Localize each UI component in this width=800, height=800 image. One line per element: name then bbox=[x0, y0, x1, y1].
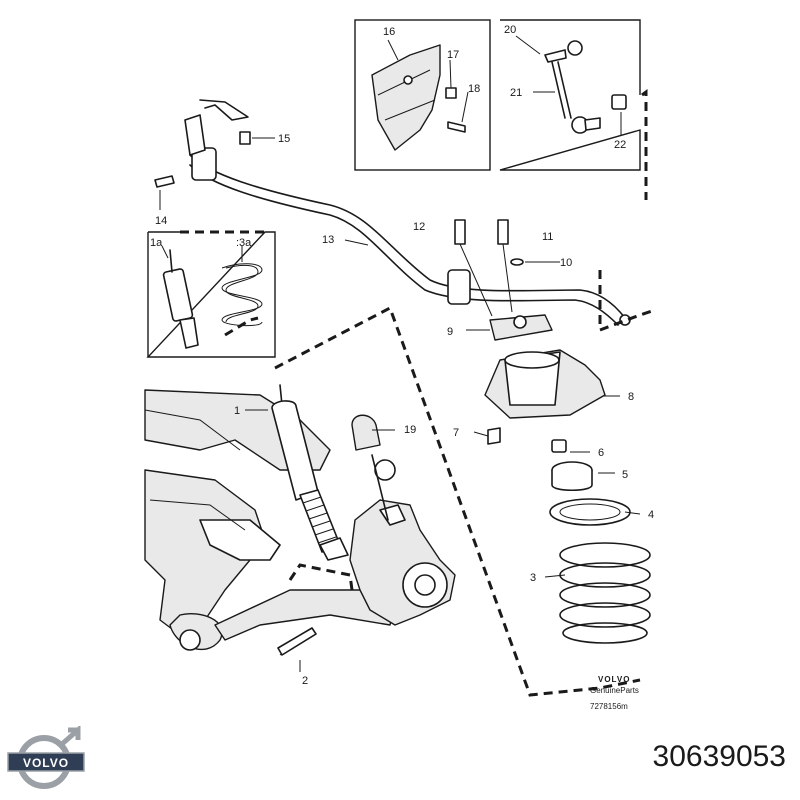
logo-text: VOLVO bbox=[23, 756, 69, 770]
callout-10: 10 bbox=[560, 257, 572, 269]
nut-6 bbox=[551, 439, 567, 453]
coil-spring-3 bbox=[559, 542, 651, 644]
logo-band bbox=[7, 752, 85, 772]
stabilizer-bar bbox=[154, 99, 631, 326]
spring-stack bbox=[454, 219, 651, 644]
shock-absorber-alt bbox=[162, 268, 194, 322]
washer-10 bbox=[510, 258, 524, 266]
callout-labels: 16 17 18 20 21 22 15 14 13 12 11 10 9 1a… bbox=[150, 24, 654, 687]
bolt-18 bbox=[447, 121, 466, 133]
nut-17 bbox=[445, 87, 457, 99]
shock-lower-eye bbox=[319, 537, 349, 561]
callout-22: 22 bbox=[614, 139, 626, 151]
callout-1: 1 bbox=[234, 405, 240, 417]
bolt-12 bbox=[454, 219, 466, 245]
bushing-right bbox=[447, 269, 471, 305]
callout-21: 21 bbox=[510, 87, 522, 99]
bolt-11 bbox=[497, 219, 509, 245]
shock-absorber bbox=[245, 384, 395, 561]
logo-arrow bbox=[60, 726, 81, 746]
callout-9: 9 bbox=[447, 326, 453, 338]
lower-control-arm bbox=[214, 589, 396, 641]
callout-3: 3 bbox=[530, 572, 536, 584]
heat-shield-bracket bbox=[371, 44, 441, 151]
callout-17: 17 bbox=[447, 49, 459, 61]
bump-stop-19 bbox=[351, 414, 381, 451]
bolt-14 bbox=[154, 175, 175, 188]
callout-2: 2 bbox=[302, 675, 308, 687]
inset-bracket-box bbox=[354, 19, 491, 171]
nut-15 bbox=[239, 131, 251, 145]
diagram-footer: VOLVO GenuineParts 7278156m bbox=[590, 675, 639, 711]
callout-19: 19 bbox=[404, 424, 416, 436]
bolt-7 bbox=[487, 427, 501, 445]
callout-13: 13 bbox=[322, 234, 334, 246]
ball-joint-upper bbox=[567, 40, 583, 56]
callout-1a: 1a bbox=[150, 237, 163, 249]
bolt-2 bbox=[277, 627, 317, 656]
inset-alt-parts-box bbox=[146, 230, 276, 358]
callout-6: 6 bbox=[598, 447, 604, 459]
callout-15: 15 bbox=[278, 133, 290, 145]
callout-3a: :3a bbox=[236, 237, 252, 249]
callout-14: 14 bbox=[155, 215, 167, 227]
volvo-logo: VOLVO bbox=[7, 726, 85, 789]
callout-18: 18 bbox=[468, 83, 480, 95]
inset-link-box bbox=[499, 19, 648, 200]
callout-12: 12 bbox=[413, 221, 425, 233]
callout-4: 4 bbox=[648, 509, 654, 521]
nut-22 bbox=[611, 94, 627, 110]
callout-11: 11 bbox=[542, 231, 553, 243]
callout-5: 5 bbox=[622, 469, 628, 481]
callout-16: 16 bbox=[383, 26, 395, 38]
part-number: 30639053 bbox=[652, 740, 786, 773]
callout-8: 8 bbox=[628, 391, 634, 403]
footer-subtitle: GenuineParts bbox=[590, 686, 639, 695]
callout-7: 7 bbox=[453, 427, 459, 439]
footer-brand: VOLVO bbox=[598, 675, 630, 684]
callout-20: 20 bbox=[504, 24, 516, 36]
footer-drawing-number: 7278156m bbox=[590, 702, 628, 711]
spring-insulator-4 bbox=[549, 498, 631, 526]
wheel-hub-knuckle bbox=[349, 459, 456, 626]
